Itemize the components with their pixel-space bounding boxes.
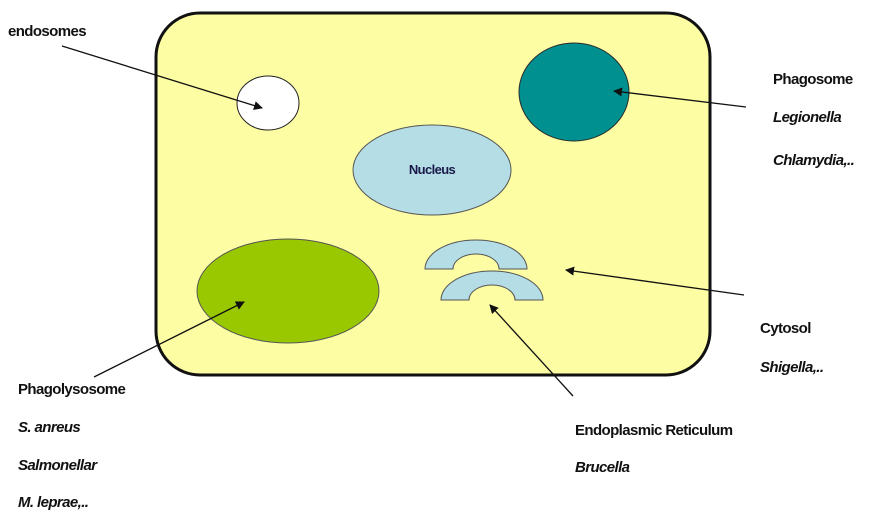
phagosome-organelle (519, 43, 629, 141)
er-title: Endoplasmic Reticulum (575, 422, 732, 440)
phagolysosome-example-m-leprae: M. leprae,.. (18, 494, 88, 512)
phagosome-example-chlamydia: Chlamydia,.. (773, 152, 854, 170)
er-example-brucella: Brucella (575, 459, 629, 477)
phagolysosome-example-salmonellar: Salmonellar (18, 457, 96, 475)
phagolysosome-organelle (197, 239, 379, 343)
phagosome-title: Phagosome (773, 71, 853, 89)
phagosome-example-legionella: Legionella (773, 109, 841, 127)
endosomes-label: endosomes (8, 23, 86, 41)
phagolysosome-example-s-anreus: S. anreus (18, 419, 80, 437)
phagolysosome-title: Phagolysosome (18, 381, 125, 399)
nucleus-label: Nucleus (409, 162, 456, 177)
cytosol-example-shigella: Shigella,.. (760, 359, 823, 377)
cytosol-title: Cytosol (760, 320, 811, 338)
